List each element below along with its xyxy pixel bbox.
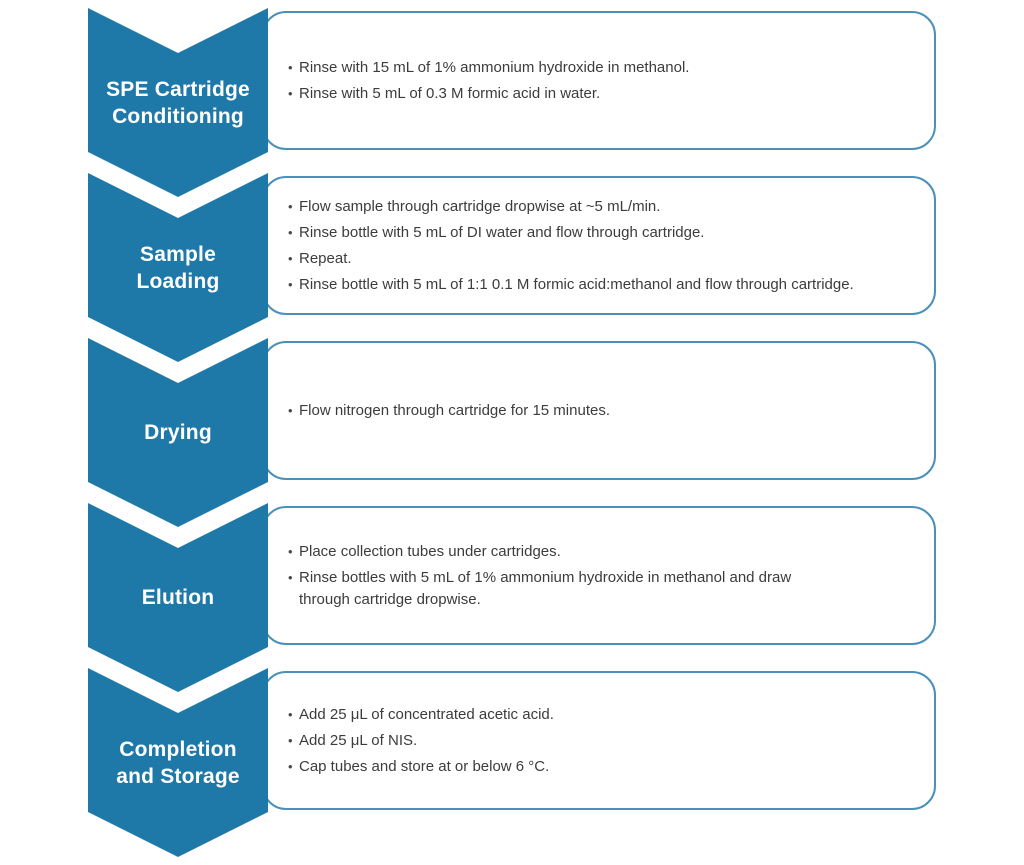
step-chevron: Sample Loading <box>88 173 268 362</box>
bullet-item: Rinse bottle with 5 mL of DI water and f… <box>288 222 900 244</box>
bullet-item: Flow nitrogen through cartridge for 15 m… <box>288 400 900 422</box>
bullet-item: Place collection tubes under cartridges. <box>288 541 900 563</box>
step-bullets: Rinse with 15 mL of 1% ammonium hydroxid… <box>264 57 934 105</box>
step-chevron: SPE Cartridge Conditioning <box>88 8 268 197</box>
step-chevron: Elution <box>88 503 268 692</box>
bullet-item: Rinse with 5 mL of 0.3 M formic acid in … <box>288 83 900 105</box>
bullet-item: Add 25 μL of NIS. <box>288 730 900 752</box>
step-bullets: Flow sample through cartridge dropwise a… <box>264 196 934 296</box>
step-row: Rinse with 15 mL of 1% ammonium hydroxid… <box>0 8 1024 197</box>
bullet-item: Rinse bottle with 5 mL of 1:1 0.1 M form… <box>288 274 900 296</box>
step-row: Add 25 μL of concentrated acetic acid. Ad… <box>0 668 1024 857</box>
step-detail-box: Add 25 μL of concentrated acetic acid. Ad… <box>262 671 936 810</box>
step-label: Drying <box>144 421 212 444</box>
step-detail-box: Place collection tubes under cartridges.… <box>262 506 936 645</box>
bullet-item: Add 25 μL of concentrated acetic acid. <box>288 704 900 726</box>
step-label: SPE Cartridge Conditioning <box>106 77 250 128</box>
step-label: Completion and Storage <box>116 737 240 788</box>
bullet-item: Rinse bottles with 5 mL of 1% ammonium h… <box>288 567 900 611</box>
step-bullets: Place collection tubes under cartridges.… <box>264 541 934 611</box>
step-label: Sample Loading <box>136 242 220 293</box>
step-label: Elution <box>141 586 215 609</box>
step-chevron: Drying <box>88 338 268 527</box>
step-row: Flow sample through cartridge dropwise a… <box>0 173 1024 362</box>
step-detail-box: Rinse with 15 mL of 1% ammonium hydroxid… <box>262 11 936 150</box>
bullet-item: Rinse with 15 mL of 1% ammonium hydroxid… <box>288 57 900 79</box>
step-chevron: Completion and Storage <box>88 668 268 857</box>
bullet-item: Cap tubes and store at or below 6 °C. <box>288 756 900 778</box>
step-bullets: Add 25 μL of concentrated acetic acid. Ad… <box>264 704 934 778</box>
step-detail-box: Flow nitrogen through cartridge for 15 m… <box>262 341 936 480</box>
step-bullets: Flow nitrogen through cartridge for 15 m… <box>264 400 934 422</box>
step-row: Place collection tubes under cartridges.… <box>0 503 1024 692</box>
step-detail-box: Flow sample through cartridge dropwise a… <box>262 176 936 315</box>
bullet-item: Repeat. <box>288 248 900 270</box>
step-row: Flow nitrogen through cartridge for 15 m… <box>0 338 1024 527</box>
bullet-item: Flow sample through cartridge dropwise a… <box>288 196 900 218</box>
